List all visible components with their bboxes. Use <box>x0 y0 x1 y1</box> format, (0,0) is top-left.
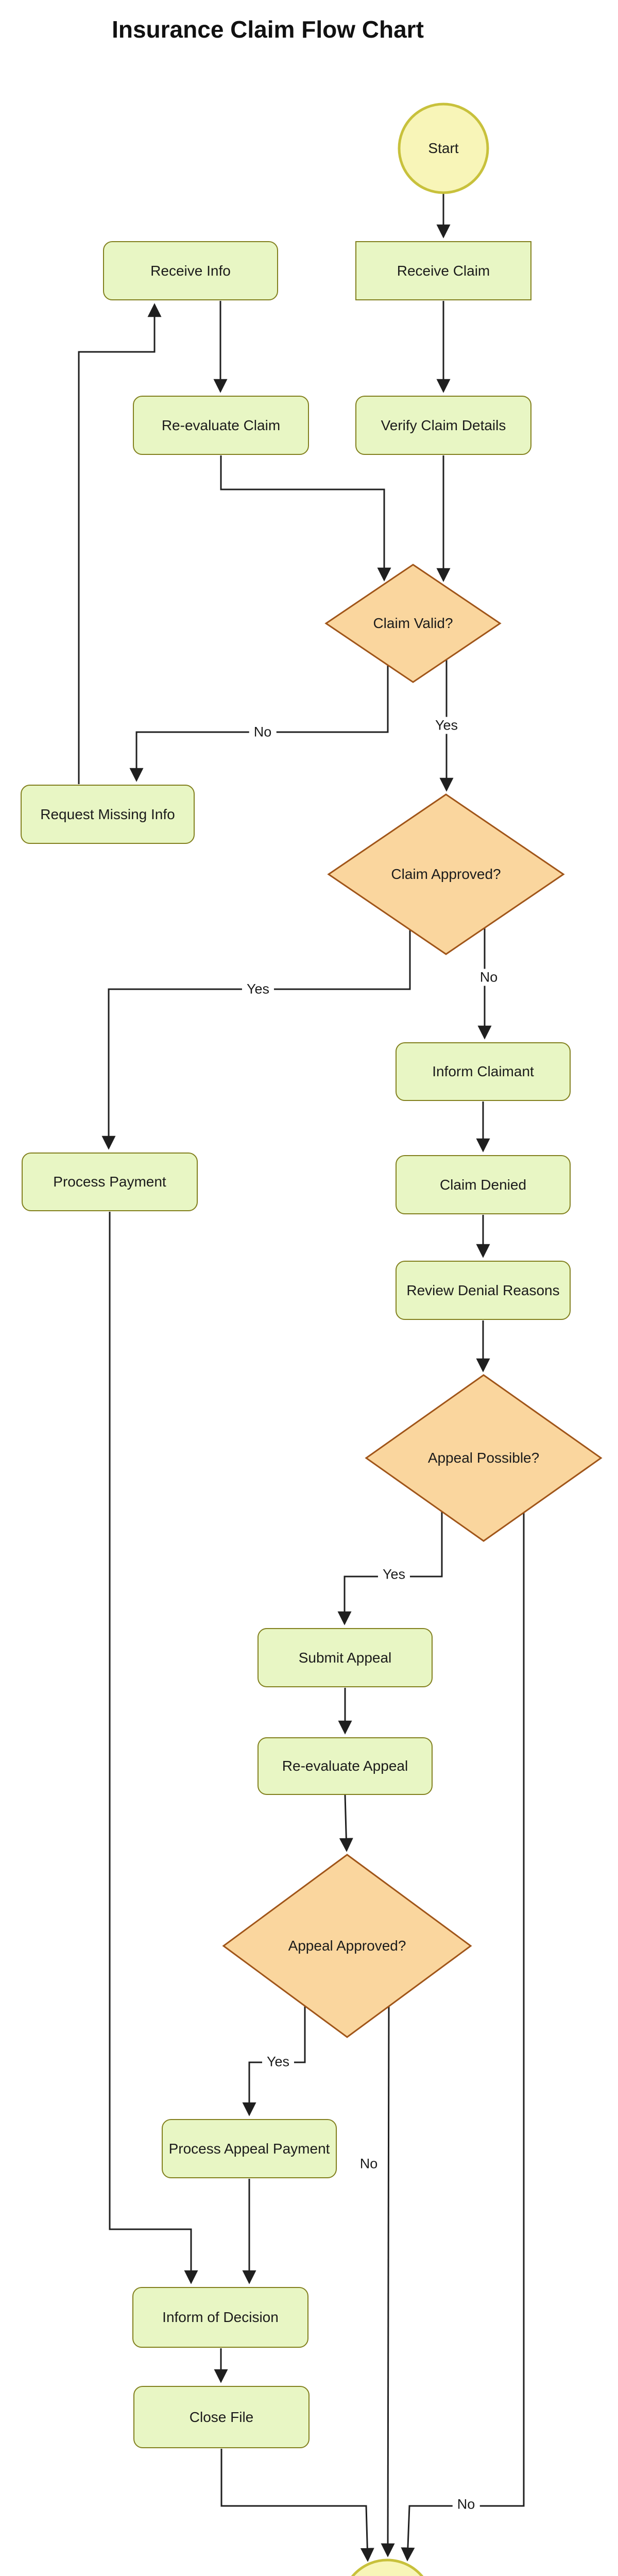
node-submit-appeal: Submit Appeal <box>258 1628 433 1687</box>
node-verify-claim-details: Verify Claim Details <box>355 396 531 455</box>
node-request-missing-info: Request Missing Info <box>21 785 195 844</box>
node-claim-denied: Claim Denied <box>396 1155 571 1214</box>
node-process-appeal-payment: Process Appeal Payment <box>162 2119 337 2178</box>
node-receive-claim-label: Receive Claim <box>397 262 490 279</box>
page-title: Insurance Claim Flow Chart <box>112 16 424 43</box>
node-submit-appeal-label: Submit Appeal <box>298 1649 392 1666</box>
node-reevaluate-appeal-label: Re-evaluate Appeal <box>282 1758 408 1774</box>
node-process-appeal-payment-label: Process Appeal Payment <box>168 2140 330 2157</box>
node-reevaluate-claim: Re-evaluate Claim <box>133 396 309 455</box>
edge-claim-approved-yes-to-process-payment <box>101 928 411 1150</box>
edge-appeal-approved-no-to-end <box>381 2005 395 2557</box>
node-receive-info-label: Receive Info <box>150 262 231 279</box>
node-inform-of-decision: Inform of Decision <box>132 2287 308 2348</box>
edge-label-appeal-possible-yes: Yes <box>377 1566 410 1583</box>
node-inform-claimant: Inform Claimant <box>396 1042 571 1101</box>
edge-label-appeal-approved-no: No <box>355 2155 383 2173</box>
node-review-denial-reasons: Review Denial Reasons <box>396 1261 571 1320</box>
node-reevaluate-appeal: Re-evaluate Appeal <box>258 1737 433 1795</box>
node-process-payment: Process Payment <box>22 1153 198 1211</box>
node-verify-claim-details-label: Verify Claim Details <box>381 417 506 433</box>
node-review-denial-reasons-label: Review Denial Reasons <box>406 1282 560 1298</box>
decision-claim-approved-shape <box>327 793 565 955</box>
edge-label-claim-valid-yes: Yes <box>430 717 463 734</box>
edge-reevaluate-claim-to-claim-valid <box>220 455 391 582</box>
end-terminal-shape <box>351 2558 424 2576</box>
node-reevaluate-claim-label: Re-evaluate Claim <box>161 417 281 433</box>
decision-claim-valid-shape <box>324 564 502 683</box>
node-close-file-label: Close File <box>189 2409 254 2425</box>
edge-label-claim-valid-no: No <box>249 723 277 741</box>
edge-reevaluate-appeal-to-appeal-approved <box>339 1794 353 1852</box>
start-terminal-shape <box>398 103 489 194</box>
node-close-file: Close File <box>133 2386 310 2448</box>
decision-appeal-possible-shape <box>365 1374 603 1542</box>
edge-label-appeal-possible-no: No <box>452 2496 480 2513</box>
edge-label-appeal-approved-yes: Yes <box>262 2053 295 2071</box>
edge-process-payment-to-inform-of-decision <box>109 1212 198 2284</box>
node-receive-info: Receive Info <box>103 241 278 300</box>
node-inform-of-decision-label: Inform of Decision <box>162 2309 279 2325</box>
edge-claim-valid-no-to-request-missing-info <box>129 665 389 782</box>
node-inform-claimant-label: Inform Claimant <box>432 1063 534 1079</box>
node-request-missing-info-label: Request Missing Info <box>40 806 175 822</box>
node-process-payment-label: Process Payment <box>53 1174 166 1190</box>
edge-label-claim-approved-no: No <box>475 969 503 986</box>
edge-request-missing-info-to-receive-info <box>78 303 162 784</box>
decision-appeal-approved-shape <box>222 1854 472 2038</box>
node-claim-denied-label: Claim Denied <box>439 1176 527 1193</box>
node-receive-claim: Receive Claim <box>355 241 531 300</box>
edge-close-file-to-end <box>220 2449 374 2562</box>
edge-label-claim-approved-yes: Yes <box>242 980 274 998</box>
